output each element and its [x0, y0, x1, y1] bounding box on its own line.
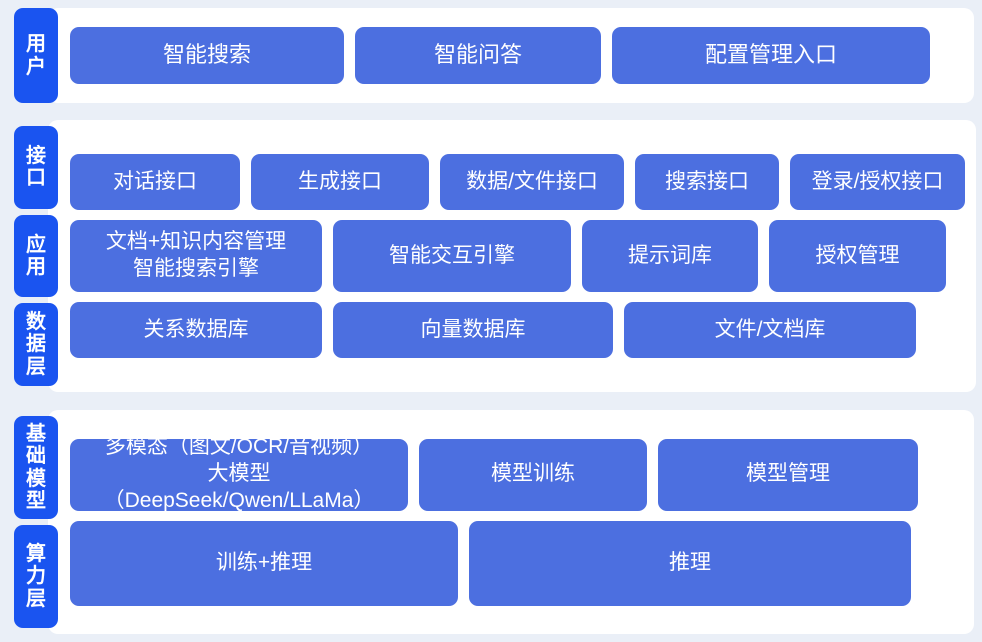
- layer-tab-char: 户: [26, 55, 46, 78]
- row-foundation-model: 多模态（图文/OCR/音视频） 大模型（DeepSeek/Qwen/LLaMa）…: [70, 435, 963, 512]
- layer-tab-char: 算: [26, 542, 46, 565]
- card-login-auth-api[interactable]: 登录/授权接口: [790, 154, 965, 210]
- layer-tab-char: 基: [26, 422, 46, 445]
- layer-tab-compute[interactable]: 算 力 层: [14, 525, 58, 628]
- layer-tab-data[interactable]: 数 据 层: [14, 303, 58, 387]
- layer-tab-char: 应: [26, 233, 46, 256]
- layer-tab-interface[interactable]: 接 口: [14, 126, 58, 209]
- row-application: 文档+知识内容管理 智能搜索引擎 智能交互引擎 提示词库 授权管理: [70, 220, 965, 292]
- layer-tab-char: 模: [26, 467, 46, 490]
- card-relational-database[interactable]: 关系数据库: [70, 302, 322, 358]
- card-authorization-management[interactable]: 授权管理: [769, 220, 946, 292]
- layer-tab-user[interactable]: 用 户: [14, 8, 58, 103]
- panel-user-body: 智能搜索 智能问答 配置管理入口: [48, 8, 974, 103]
- layer-tab-char: 接: [26, 144, 46, 167]
- card-doc-knowledge-management[interactable]: 文档+知识内容管理 智能搜索引擎: [70, 220, 322, 292]
- card-intelligent-qa[interactable]: 智能问答: [355, 27, 601, 84]
- layer-tab-char: 据: [26, 333, 46, 356]
- card-multimodal-large-model[interactable]: 多模态（图文/OCR/音视频） 大模型（DeepSeek/Qwen/LLaMa）: [70, 435, 408, 512]
- layer-tab-application[interactable]: 应 用: [14, 214, 58, 298]
- panel-infrastructure-tabs: 基 础 模 型 算 力 层: [8, 410, 58, 634]
- panel-infrastructure-body: 多模态（图文/OCR/音视频） 大模型（DeepSeek/Qwen/LLaMa）…: [48, 410, 974, 634]
- layer-tab-char: 数: [26, 311, 46, 334]
- card-file-document-store[interactable]: 文件/文档库: [624, 302, 916, 358]
- row-user-entries: 智能搜索 智能问答 配置管理入口: [70, 27, 963, 84]
- card-line: 多模态（图文/OCR/音视频）: [104, 435, 374, 459]
- card-vector-database[interactable]: 向量数据库: [333, 302, 613, 358]
- layer-tab-foundation-model[interactable]: 基 础 模 型: [14, 416, 58, 519]
- card-training-and-inference[interactable]: 训练+推理: [70, 520, 458, 606]
- card-generation-api[interactable]: 生成接口: [251, 154, 429, 210]
- card-dialog-api[interactable]: 对话接口: [70, 154, 240, 210]
- panel-infrastructure: 基 础 模 型 算 力 层 多模态（图文/OCR/音视频） 大模型（DeepSe…: [8, 410, 974, 634]
- card-model-training[interactable]: 模型训练: [419, 438, 647, 511]
- row-compute: 训练+推理 推理: [70, 520, 963, 606]
- card-intelligent-search[interactable]: 智能搜索: [70, 27, 344, 84]
- layer-tab-char: 用: [26, 33, 46, 56]
- card-line: 智能搜索引擎: [133, 257, 259, 280]
- panel-user-tabs: 用 户: [8, 8, 58, 103]
- card-line: 文档+知识内容管理: [105, 230, 287, 254]
- card-search-api[interactable]: 搜索接口: [635, 154, 779, 210]
- layer-tab-char: 用: [26, 256, 46, 278]
- panel-platform: 接 口 应 用 数 据 层 对话接口 生成接口 数据/文件接口 搜索接口 登录/…: [8, 120, 976, 392]
- card-model-management[interactable]: 模型管理: [658, 438, 918, 511]
- card-data-file-api[interactable]: 数据/文件接口: [440, 154, 624, 210]
- panel-platform-tabs: 接 口 应 用 数 据 层: [8, 120, 58, 392]
- card-config-management-entry[interactable]: 配置管理入口: [612, 27, 930, 84]
- layer-tab-char: 型: [26, 489, 46, 512]
- panel-platform-body: 对话接口 生成接口 数据/文件接口 搜索接口 登录/授权接口 文档+知识内容管理…: [48, 120, 976, 392]
- layer-tab-char: 础: [26, 445, 46, 468]
- panel-user: 用 户 智能搜索 智能问答 配置管理入口: [8, 8, 974, 103]
- layer-tab-char: 口: [26, 167, 46, 190]
- row-interface: 对话接口 生成接口 数据/文件接口 搜索接口 登录/授权接口: [70, 154, 965, 210]
- layer-tab-char: 层: [26, 355, 46, 378]
- layer-tab-char: 层: [26, 587, 46, 610]
- card-inference[interactable]: 推理: [469, 520, 911, 606]
- card-line: 大模型（DeepSeek/Qwen/LLaMa）: [103, 462, 375, 512]
- card-intelligent-interaction-engine[interactable]: 智能交互引擎: [333, 220, 571, 292]
- card-prompt-library[interactable]: 提示词库: [582, 220, 758, 292]
- layer-tab-char: 力: [26, 565, 46, 588]
- row-data: 关系数据库 向量数据库 文件/文档库: [70, 302, 965, 358]
